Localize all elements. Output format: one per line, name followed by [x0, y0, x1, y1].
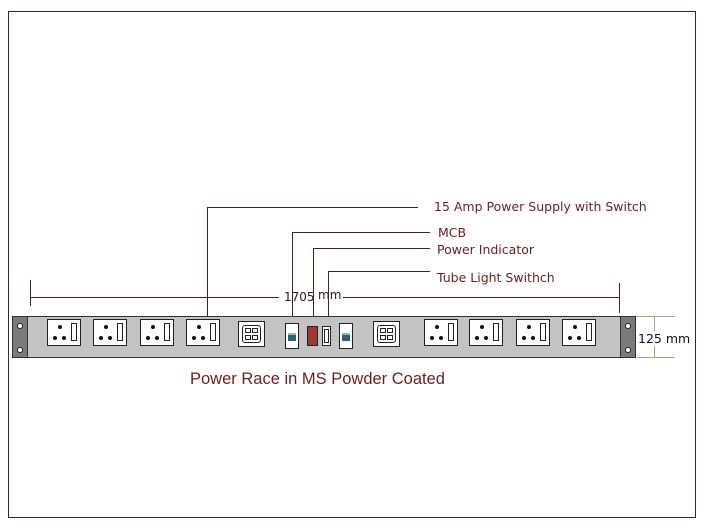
- socket-switch-icon: [210, 323, 216, 341]
- socket-pin-icon: [527, 325, 531, 329]
- diagram-title: Power Race in MS Powder Coated: [190, 370, 445, 388]
- leader-power-supply-v: [207, 207, 208, 319]
- power-switch: [285, 323, 299, 349]
- height-label: 125 mm: [638, 331, 691, 346]
- leader-power-indicator-v: [313, 248, 314, 326]
- power-indicator: [322, 326, 331, 346]
- socket-4: [186, 319, 220, 346]
- label-power-supply: 15 Amp Power Supply with Switch: [434, 199, 647, 214]
- socket-switch-icon: [164, 323, 170, 341]
- socket-pin-icon: [192, 336, 196, 340]
- socket-6: [469, 319, 503, 346]
- dimension-tick-right: [619, 283, 620, 313]
- dimension-line-right: [343, 297, 619, 298]
- leader-power-indicator-h: [313, 248, 430, 249]
- socket-pin-icon: [197, 325, 201, 329]
- screw-icon: [625, 347, 631, 353]
- socket-switch-icon: [540, 323, 546, 341]
- socket-pin-icon: [58, 325, 62, 329]
- mcb: [307, 326, 318, 346]
- label-mcb: MCB: [438, 225, 467, 240]
- modular-box-right: [373, 321, 400, 347]
- socket-switch-icon: [493, 323, 499, 341]
- socket-switch-icon: [448, 323, 454, 341]
- socket-pin-icon: [62, 336, 66, 340]
- leader-mcb-v: [292, 232, 293, 318]
- screw-icon: [17, 347, 23, 353]
- socket-pin-icon: [155, 336, 159, 340]
- modular-grid-icon: [242, 325, 261, 343]
- socket-pin-icon: [430, 336, 434, 340]
- socket-pin-icon: [151, 325, 155, 329]
- socket-pin-icon: [484, 336, 488, 340]
- socket-pin-icon: [435, 325, 439, 329]
- end-cap-right: [620, 316, 636, 358]
- socket-pin-icon: [104, 325, 108, 329]
- leader-mcb-h: [292, 232, 430, 233]
- socket-pin-icon: [439, 336, 443, 340]
- rocker-icon: [288, 333, 296, 341]
- socket-pin-icon: [531, 336, 535, 340]
- modular-box-left: [238, 321, 265, 347]
- socket-pin-icon: [53, 336, 57, 340]
- dimension-tick-left: [30, 280, 31, 306]
- socket-pin-icon: [201, 336, 205, 340]
- leader-power-supply-h: [207, 207, 418, 208]
- leader-tube-light-v: [328, 271, 329, 324]
- label-power-indicator: Power Indicator: [437, 242, 535, 257]
- socket-switch-icon: [71, 323, 77, 341]
- height-ext-top: [637, 316, 675, 317]
- socket-switch-icon: [586, 323, 592, 341]
- screw-icon: [17, 323, 23, 329]
- socket-pin-icon: [568, 336, 572, 340]
- socket-1: [47, 319, 81, 346]
- socket-pin-icon: [146, 336, 150, 340]
- tube-light-switch: [339, 323, 353, 349]
- socket-pin-icon: [99, 336, 103, 340]
- socket-8: [562, 319, 596, 346]
- leader-tube-light-h: [328, 271, 430, 272]
- rocker-icon: [342, 333, 350, 341]
- socket-2: [93, 319, 127, 346]
- modular-grid-icon: [377, 325, 396, 343]
- socket-pin-icon: [480, 325, 484, 329]
- socket-switch-icon: [117, 323, 123, 341]
- end-cap-left: [12, 316, 28, 358]
- socket-pin-icon: [522, 336, 526, 340]
- label-tube-light-switch: Tube Light Swithch: [437, 270, 555, 285]
- socket-5: [424, 319, 458, 346]
- height-ext-bottom: [637, 357, 675, 358]
- length-value: 1705: [284, 290, 315, 304]
- socket-pin-icon: [475, 336, 479, 340]
- socket-pin-icon: [573, 325, 577, 329]
- socket-pin-icon: [108, 336, 112, 340]
- length-unit: mm: [318, 288, 342, 302]
- socket-7: [516, 319, 550, 346]
- socket-3: [140, 319, 174, 346]
- screw-icon: [625, 323, 631, 329]
- dimension-line-left: [31, 297, 279, 298]
- socket-pin-icon: [577, 336, 581, 340]
- diagram-frame: [8, 11, 696, 518]
